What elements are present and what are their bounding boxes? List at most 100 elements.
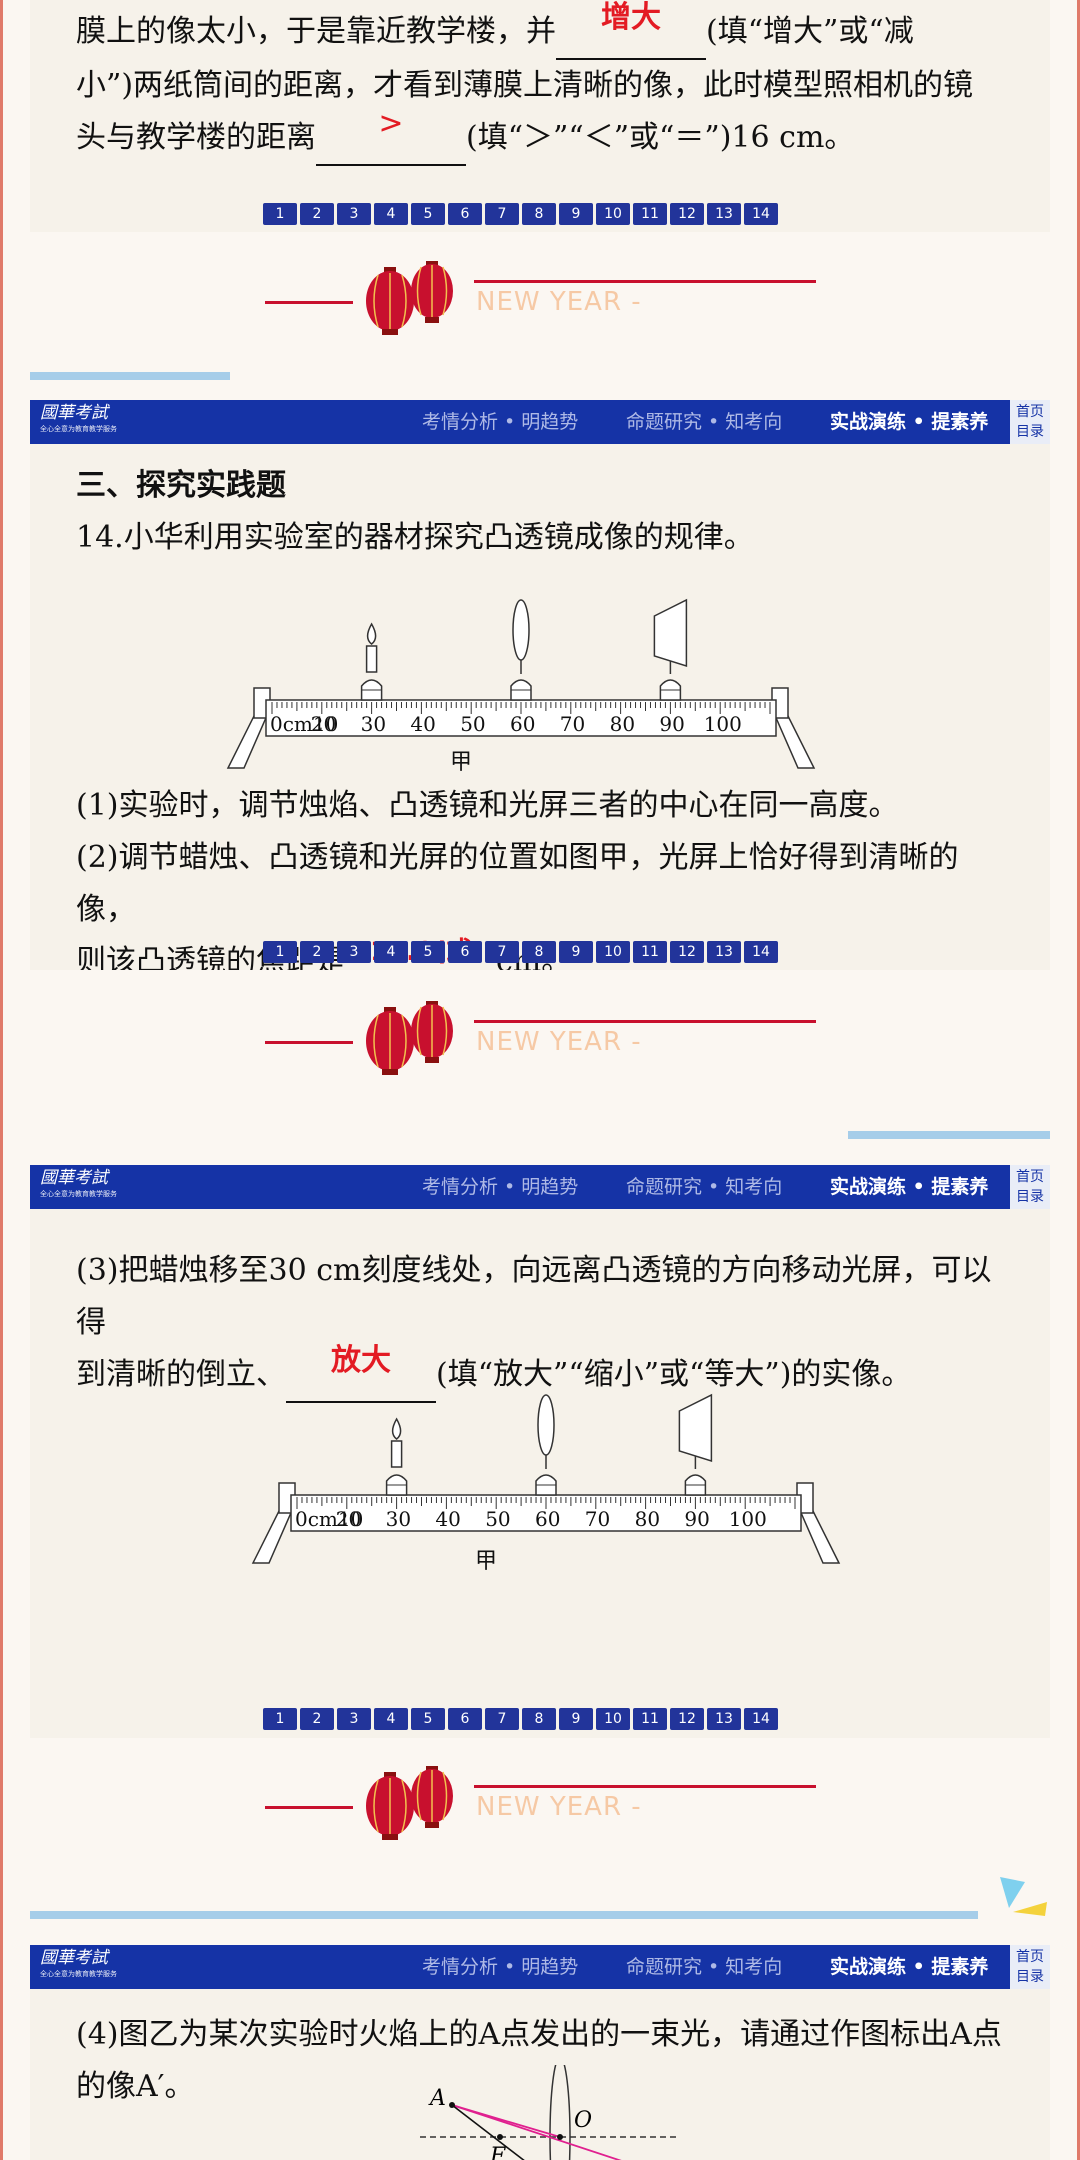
page-button[interactable]: 3 <box>337 941 371 963</box>
answer-text-1: 增大 <box>601 0 661 35</box>
page-button[interactable]: 12 <box>670 203 704 225</box>
new-year-divider: NEW YEAR - <box>0 245 1080 385</box>
page-button[interactable]: 2 <box>300 203 334 225</box>
divider-line-right <box>474 1785 816 1788</box>
lantern-icon <box>366 261 453 335</box>
divider-line-left <box>265 1806 353 1809</box>
page-button[interactable]: 8 <box>522 1708 556 1730</box>
new-year-text: NEW YEAR - <box>476 1027 642 1057</box>
toc-link[interactable]: 目录 <box>1016 424 1044 440</box>
slide-1-line-1: 膜上的像太小，于是靠近教学楼，并增大 (填“增大”或“减 <box>76 0 1010 60</box>
nav-corner[interactable]: 首页目录 <box>1010 400 1050 444</box>
answer-blank-2: > <box>316 106 466 166</box>
candle-flame <box>366 622 377 645</box>
page-button[interactable]: 6 <box>448 941 482 963</box>
page-button[interactable]: 7 <box>485 203 519 225</box>
page-button[interactable]: 14 <box>744 203 778 225</box>
toc-link[interactable]: 目录 <box>1016 1969 1044 1985</box>
page-button[interactable]: 9 <box>559 1708 593 1730</box>
tab-question-research[interactable]: 命题研究 • 知考向 <box>626 1176 783 1198</box>
page-button[interactable]: 9 <box>559 941 593 963</box>
answer-blank-1: 增大 <box>556 0 706 60</box>
page-button[interactable]: 12 <box>670 1708 704 1730</box>
light-screen <box>678 1393 713 1463</box>
page-button[interactable]: 7 <box>485 1708 519 1730</box>
page-button[interactable]: 12 <box>670 941 704 963</box>
page-button[interactable]: 6 <box>448 1708 482 1730</box>
page-button[interactable]: 11 <box>633 203 667 225</box>
lantern-icon <box>366 1766 453 1840</box>
toc-link[interactable]: 目录 <box>1016 1189 1044 1205</box>
page-button[interactable]: 2 <box>300 1708 334 1730</box>
slide-4: 國華考試全心全意为教育教学服务考情分析 • 明趋势命题研究 • 知考向实战演练 … <box>30 1945 1050 2160</box>
tab-exam-analysis[interactable]: 考情分析 • 明趋势 <box>422 1956 579 1978</box>
frame-border-left <box>0 0 3 2160</box>
page-button[interactable]: 1 <box>263 941 297 963</box>
accent-bar <box>30 372 230 380</box>
new-year-divider: NEW YEAR - <box>0 985 1080 1125</box>
page-button[interactable]: 5 <box>411 941 445 963</box>
ruler-label: 90 <box>659 712 684 736</box>
page-button[interactable]: 4 <box>374 203 408 225</box>
page-button[interactable]: 8 <box>522 203 556 225</box>
page-button[interactable]: 11 <box>633 1708 667 1730</box>
label-a: A <box>428 2086 446 2111</box>
ruler-label: 70 <box>560 712 585 736</box>
new-year-text: NEW YEAR - <box>476 1792 642 1822</box>
home-link[interactable]: 首页 <box>1016 404 1044 420</box>
frame-border-right <box>1077 0 1080 2160</box>
slide-4-text: (4)图乙为某次实验时火焰上的A点发出的一束光，请通过作图标出A点 的像A′。 <box>76 2009 1010 2113</box>
new-year-text: NEW YEAR - <box>476 287 642 317</box>
tab-exam-analysis[interactable]: 考情分析 • 明趋势 <box>422 1176 579 1198</box>
page-button[interactable]: 1 <box>263 1708 297 1730</box>
page-button[interactable]: 6 <box>448 203 482 225</box>
page-button[interactable]: 10 <box>596 203 630 225</box>
tab-practice[interactable]: 实战演练 • 提素养 <box>830 1176 989 1198</box>
page-button[interactable]: 4 <box>374 941 408 963</box>
page-button[interactable]: 7 <box>485 941 519 963</box>
nav-corner[interactable]: 首页目录 <box>1010 1945 1050 1989</box>
focal-point <box>497 2134 503 2140</box>
tab-question-research[interactable]: 命题研究 • 知考向 <box>626 411 783 433</box>
slide-1: 膜上的像太小，于是靠近教学楼，并增大 (填“增大”或“减 小”)两纸筒间的距离，… <box>30 0 1050 232</box>
page-button[interactable]: 11 <box>633 941 667 963</box>
tab-practice[interactable]: 实战演练 • 提素养 <box>830 1956 989 1978</box>
page-button[interactable]: 3 <box>337 203 371 225</box>
page-button[interactable]: 8 <box>522 941 556 963</box>
tab-practice[interactable]: 实战演练 • 提素养 <box>830 411 989 433</box>
page-button[interactable]: 3 <box>337 1708 371 1730</box>
page-button[interactable]: 5 <box>411 203 445 225</box>
ruler-label: 60 <box>535 1507 560 1531</box>
lantern-icon <box>366 1001 453 1075</box>
page-button[interactable]: 13 <box>707 203 741 225</box>
home-link[interactable]: 首页 <box>1016 1949 1044 1965</box>
page-button[interactable]: 10 <box>596 1708 630 1730</box>
page-button[interactable]: 14 <box>744 941 778 963</box>
divider-line-left <box>265 301 353 304</box>
page-button[interactable]: 14 <box>744 1708 778 1730</box>
accent-bar <box>848 1131 1050 1139</box>
figure-label: 甲 <box>475 1549 498 1574</box>
slide-header: 國華考試全心全意为教育教学服务考情分析 • 明趋势命题研究 • 知考向实战演练 … <box>30 1165 1050 1209</box>
page-button[interactable]: 2 <box>300 941 334 963</box>
slide-1-text: 膜上的像太小，于是靠近教学楼，并增大 (填“增大”或“减 小”)两纸筒间的距离，… <box>76 0 1010 166</box>
tab-exam-analysis[interactable]: 考情分析 • 明趋势 <box>422 411 579 433</box>
part-3a: (3)把蜡烛移至30 cm刻度线处，向远离凸透镜的方向移动光屏，可以得 <box>76 1253 992 1340</box>
page-button[interactable]: 10 <box>596 941 630 963</box>
tab-question-research[interactable]: 命题研究 • 知考向 <box>626 1956 783 1978</box>
convex-lens <box>512 599 530 661</box>
page-button[interactable]: 13 <box>707 1708 741 1730</box>
page-button[interactable]: 4 <box>374 1708 408 1730</box>
page-button[interactable]: 9 <box>559 203 593 225</box>
page-button[interactable]: 5 <box>411 1708 445 1730</box>
page-button[interactable]: 1 <box>263 203 297 225</box>
ruler-label: 100 <box>704 712 742 736</box>
home-link[interactable]: 首页 <box>1016 1169 1044 1185</box>
point-a <box>449 2102 455 2108</box>
nav-corner[interactable]: 首页目录 <box>1010 1165 1050 1209</box>
label-f: F <box>489 2144 506 2160</box>
page-button[interactable]: 13 <box>707 941 741 963</box>
